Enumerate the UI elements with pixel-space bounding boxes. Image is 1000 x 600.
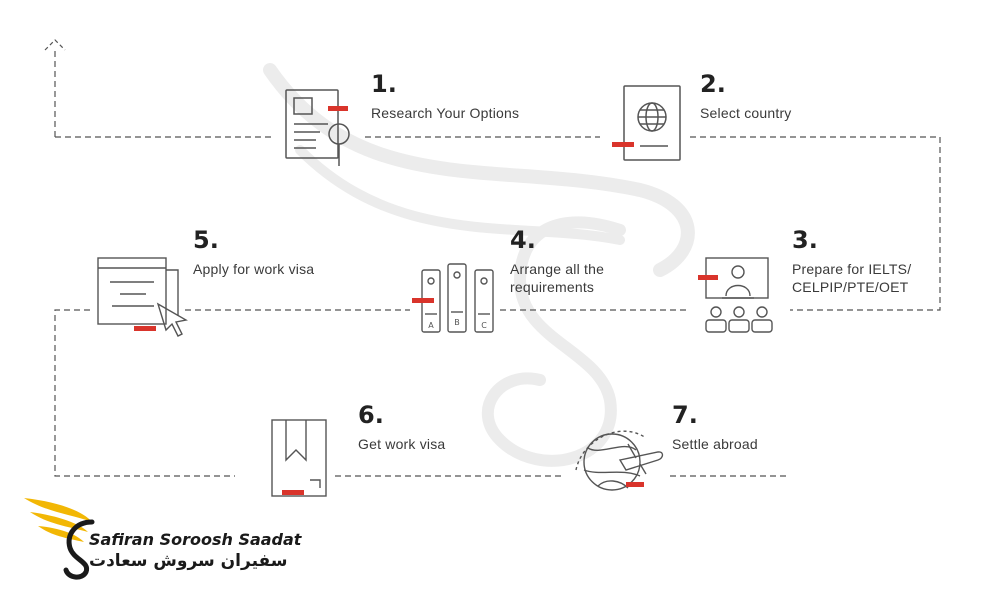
step-label: Prepare for IELTS/ CELPIP/PTE/OET — [792, 260, 911, 296]
company-logo-mark — [24, 498, 95, 580]
step-label: Select country — [700, 105, 792, 121]
step-1: 1. Research Your Options — [371, 72, 519, 122]
step-4: 4. Arrange all the requirements — [510, 228, 604, 296]
company-name-persian: سفیران سروش سعادت — [89, 551, 288, 571]
binder-letter-a: A — [428, 321, 434, 330]
step-label-line-2: requirements — [510, 279, 595, 295]
arrow-up-icon — [44, 39, 66, 51]
step-3: 3. Prepare for IELTS/ CELPIP/PTE/OET — [792, 228, 911, 296]
step-label-line-2: CELPIP/PTE/OET — [792, 279, 909, 295]
step-number: 6. — [358, 401, 384, 429]
computer-click-icon — [97, 257, 188, 337]
classroom-icon — [698, 257, 773, 333]
connector-top-left — [54, 48, 275, 138]
watermark-bird — [263, 63, 695, 467]
step-number: 7. — [672, 401, 698, 429]
step-5: 5. Apply for work visa — [193, 228, 314, 278]
globe-plane-icon — [575, 430, 664, 491]
step-label: Arrange all the requirements — [510, 260, 604, 296]
binder-letter-b: B — [454, 318, 460, 327]
step-number: 3. — [792, 226, 818, 254]
step-7: 7. Settle abroad — [672, 403, 758, 453]
step-label: Apply for work visa — [193, 261, 315, 277]
passport-icon — [612, 85, 681, 161]
step-label: Settle abroad — [672, 436, 758, 452]
binders-icon — [412, 263, 494, 333]
connector-2-3 — [690, 136, 941, 311]
step-label: Research Your Options — [371, 105, 520, 121]
step-number: 1. — [371, 70, 397, 98]
step-label-line-1: Arrange all the — [510, 261, 605, 277]
step-number: 2. — [700, 70, 726, 98]
connector-5-6 — [54, 309, 235, 477]
step-label-line-1: Prepare for IELTS/ — [792, 261, 912, 277]
step-2: 2. Select country — [700, 72, 792, 122]
bookmark-document-icon — [271, 419, 327, 497]
company-name-english: Safiran Soroosh Saadat — [89, 530, 302, 549]
document-search-icon — [285, 89, 350, 166]
step-number: 5. — [193, 226, 219, 254]
step-number: 4. — [510, 226, 536, 254]
connector-lines — [54, 48, 941, 477]
binder-letter-c: C — [481, 321, 487, 330]
step-6: 6. Get work visa — [358, 403, 445, 453]
step-label: Get work visa — [358, 436, 446, 452]
